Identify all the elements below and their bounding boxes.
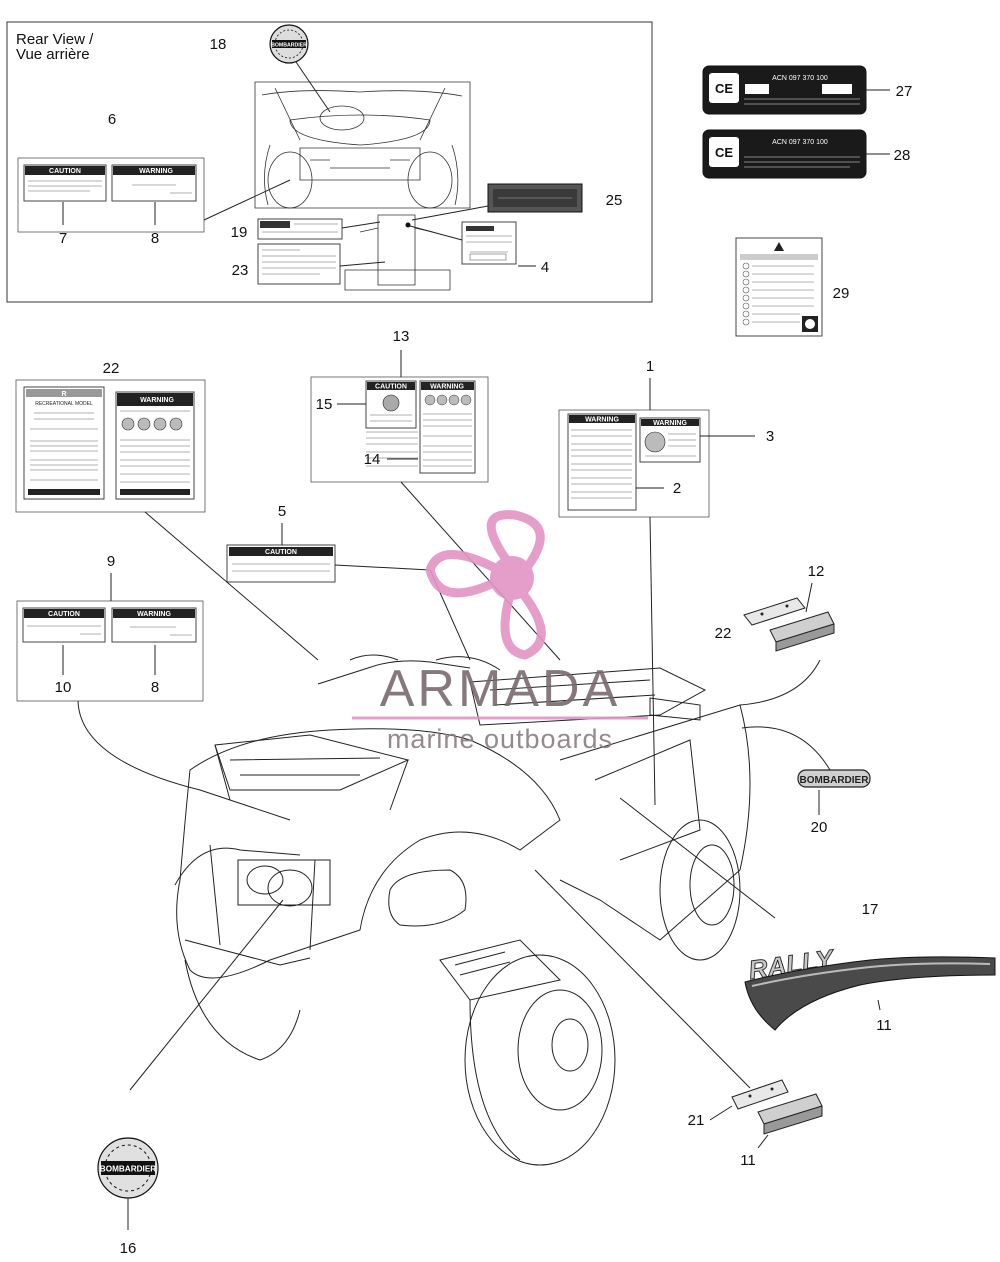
callout-13: 12 — [808, 563, 825, 580]
callout-9: 9 — [107, 553, 115, 570]
callout-11: 11 — [876, 1017, 892, 1034]
label-21-bombardier: BOMBARDIER — [797, 769, 871, 788]
label-23 — [257, 243, 341, 285]
label-7-caution: CAUTION — [49, 168, 81, 175]
label-24-model: RECREATIONAL MODEL — [35, 401, 93, 407]
label-24-r: R — [61, 391, 66, 398]
label-5-caution: CAUTION — [265, 549, 297, 556]
label-28-ce-mark: CE — [715, 145, 733, 160]
label-17-brand: BOMBARDIER — [100, 1165, 156, 1174]
label-10-caution: CAUTION — [48, 611, 80, 618]
atv-sketch — [174, 654, 751, 1166]
label-19-brand: BOMBARDIER — [271, 43, 307, 49]
label-15-warning: WARNING — [430, 384, 464, 391]
label-14-panel: CAUTION WARNING — [310, 376, 489, 483]
atv-rear-sketch — [254, 81, 471, 209]
label-8-warning-b: WARNING — [137, 611, 171, 618]
callout-6: 6 — [108, 111, 116, 128]
inset-title-line2: Vue arrière — [16, 46, 90, 63]
callout-5: 5 — [278, 503, 286, 520]
callout-24: 22 — [103, 360, 120, 377]
label-28-acn: ACN 097 370 100 — [772, 139, 828, 146]
reflector-22-top — [743, 597, 806, 626]
label-29 — [735, 237, 823, 337]
label-8-warning: WARNING — [139, 168, 173, 175]
callout-16: 15 — [316, 396, 333, 413]
label-27-acn: ACN 097 370 100 — [772, 75, 828, 82]
label-4 — [461, 221, 517, 265]
inset-title-line1: Rear View / — [16, 31, 94, 48]
watermark-brand: ARMADA — [380, 660, 620, 718]
label-6-panel: CAUTION WARNING — [17, 157, 205, 233]
rear-view-inset: Rear View / Vue arrière BOMB — [6, 21, 653, 303]
callout-18: 19 — [231, 224, 248, 241]
label-18 — [257, 218, 343, 240]
callout-17: 16 — [120, 1240, 137, 1257]
label-24-warning: WARNING — [140, 397, 174, 404]
label-2-warning: WARNING — [585, 417, 619, 424]
callout-20: 17 — [862, 901, 879, 918]
reflector-12 — [757, 1093, 823, 1135]
reflector-22-bottom — [731, 1079, 789, 1110]
callout-1: 1 — [646, 358, 654, 375]
label-16-caution: CAUTION — [375, 384, 407, 391]
watermark: ARMADA marine outboards — [352, 510, 648, 754]
callout-28: 28 — [894, 147, 911, 164]
hitch-sketch — [344, 214, 451, 291]
callout-8-main: 8 — [151, 679, 159, 696]
callout-23: 23 — [232, 262, 249, 279]
label-27-ce: CE ACN 097 370 100 — [702, 65, 867, 115]
callout-21: 20 — [811, 819, 828, 836]
label-27-ce-mark: CE — [715, 81, 733, 96]
watermark-tagline: marine outboards — [387, 724, 613, 754]
callout-22-bottom: 21 — [688, 1112, 705, 1129]
label-1-panel: WARNING WARNING — [558, 409, 710, 518]
label-17-round-logo: BOMBARDIER — [97, 1137, 159, 1199]
callout-27: 27 — [896, 83, 913, 100]
watermark-propeller-icon — [425, 510, 546, 660]
callout-22-top: 22 — [715, 625, 732, 642]
label-24-panel: R RECREATIONAL MODEL WARNING — [15, 379, 206, 513]
label-5: CAUTION — [226, 544, 336, 583]
callout-2: 2 — [673, 480, 681, 497]
callout-7: 7 — [59, 230, 67, 247]
callout-29: 29 — [833, 285, 850, 302]
label-3-warning: WARNING — [653, 420, 687, 427]
callout-8-inset: 8 — [151, 230, 159, 247]
callout-10: 10 — [55, 679, 72, 696]
callout-25: 25 — [606, 192, 623, 209]
callout-15: 14 — [364, 451, 381, 468]
label-25 — [487, 183, 583, 213]
callout-4: 4 — [541, 259, 549, 276]
label-11-stripe — [744, 956, 996, 1031]
label-19-round-logo: BOMBARDIER — [269, 24, 309, 64]
callout-12: 11 — [740, 1152, 756, 1169]
label-28-ce: CE ACN 097 370 100 — [702, 129, 867, 179]
label-9-panel: CAUTION WARNING — [16, 600, 204, 702]
callout-14: 13 — [393, 328, 410, 345]
label-21-text: BOMBARDIER — [800, 775, 870, 786]
callout-3: 3 — [766, 428, 774, 445]
reflector-13 — [769, 611, 835, 652]
callout-19: 18 — [210, 36, 227, 53]
